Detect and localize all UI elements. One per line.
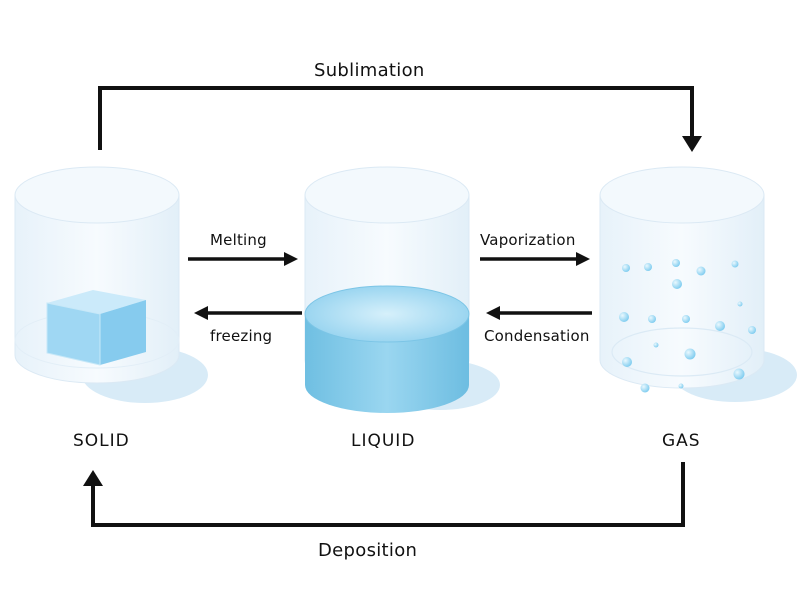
vaporization-arrow — [480, 252, 590, 266]
melting-label: Melting — [210, 231, 267, 249]
deposition-arrow — [83, 462, 685, 527]
state-label-gas: GAS — [662, 431, 701, 451]
deposition-label: Deposition — [318, 540, 418, 561]
freezing-label: freezing — [210, 327, 273, 345]
sublimation-label: Sublimation — [314, 60, 425, 81]
ice-cube — [46, 290, 146, 366]
liquid-water — [304, 285, 470, 413]
melting-arrow — [188, 252, 298, 266]
state-label-solid: SOLID — [73, 431, 130, 451]
solid-container — [14, 166, 208, 403]
state-label-liquid: LIQUID — [351, 431, 416, 451]
gas-container — [599, 166, 797, 402]
sublimation-arrow — [98, 86, 702, 152]
vaporization-label: Vaporization — [480, 231, 576, 249]
freezing-arrow — [194, 306, 302, 320]
condensation-label: Condensation — [484, 327, 590, 345]
condensation-arrow — [486, 306, 592, 320]
gas-bubbles — [619, 259, 756, 393]
